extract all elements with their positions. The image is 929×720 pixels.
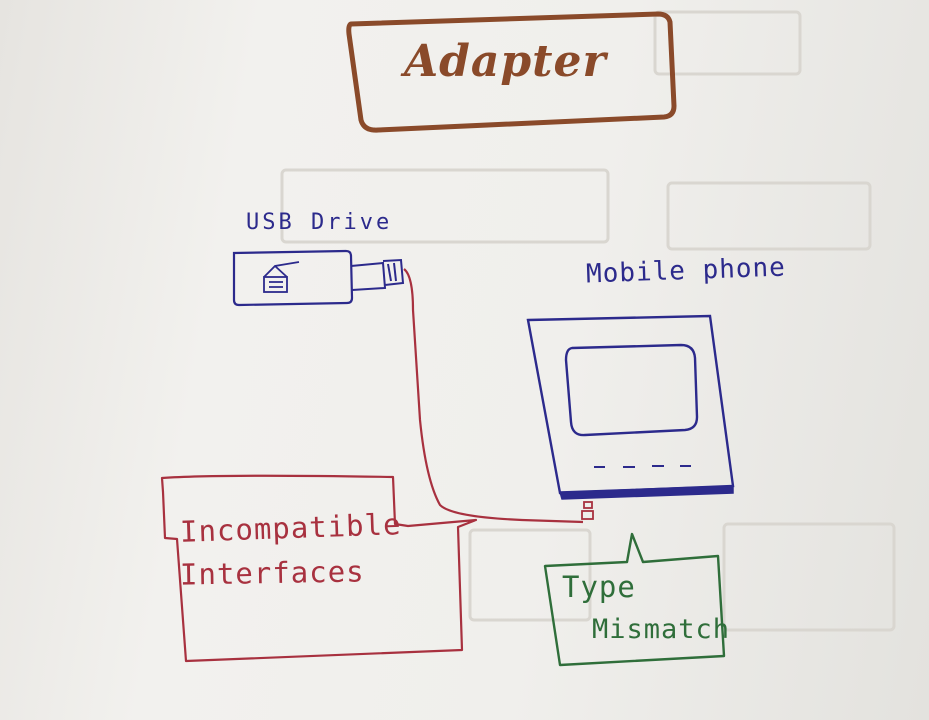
mobile-phone-screen xyxy=(564,343,699,437)
red-note-line2: Interfaces xyxy=(179,554,365,592)
title-text: Adapter xyxy=(404,36,607,87)
mobile-charging-port xyxy=(581,501,594,520)
mobile-phone-dashes xyxy=(594,465,691,468)
usb-icon xyxy=(263,261,300,293)
usb-connector xyxy=(350,258,405,291)
green-note-box xyxy=(543,532,726,667)
red-note-box xyxy=(160,474,478,663)
red-cable xyxy=(403,268,584,524)
red-note-line1: Incompatible xyxy=(179,507,403,549)
bleed-through-marks xyxy=(280,10,896,632)
usb-drive-label: USB Drive xyxy=(246,210,393,235)
green-note-line1: Type xyxy=(562,570,636,604)
mobile-phone-bottom-bar xyxy=(559,485,734,500)
usb-drive-body xyxy=(232,249,354,307)
title-box xyxy=(346,11,677,133)
green-note-line2: Mismatch xyxy=(592,614,731,645)
mobile-phone-label: Mobile phone xyxy=(585,252,787,290)
